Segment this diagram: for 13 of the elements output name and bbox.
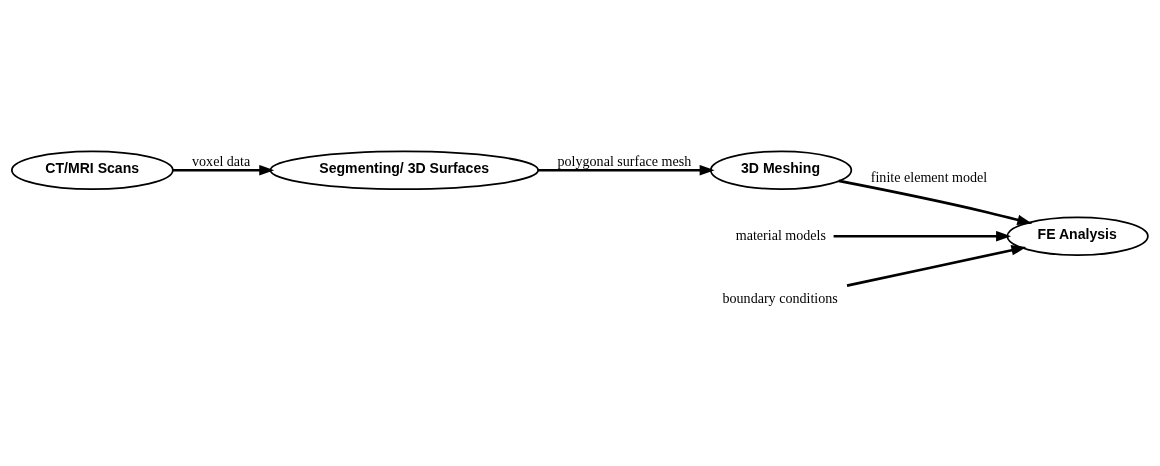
node-text: boundary conditions [722,289,838,306]
edge-label: finite element model [870,168,988,185]
arrow [838,179,1033,225]
node-ellipse: 3D Meshing [709,149,853,190]
arrow [538,164,715,175]
edge-label: voxel data [192,152,251,169]
node-text: material models [735,226,827,243]
arrow [172,164,275,175]
edge-label: polygonal surface mesh [557,152,692,169]
arrow [846,244,1027,287]
node-ellipse: CT/MRI Scans [10,149,174,190]
arrow [833,230,1012,241]
node-ellipse: Segmenting/ 3D Surfaces [269,149,540,190]
